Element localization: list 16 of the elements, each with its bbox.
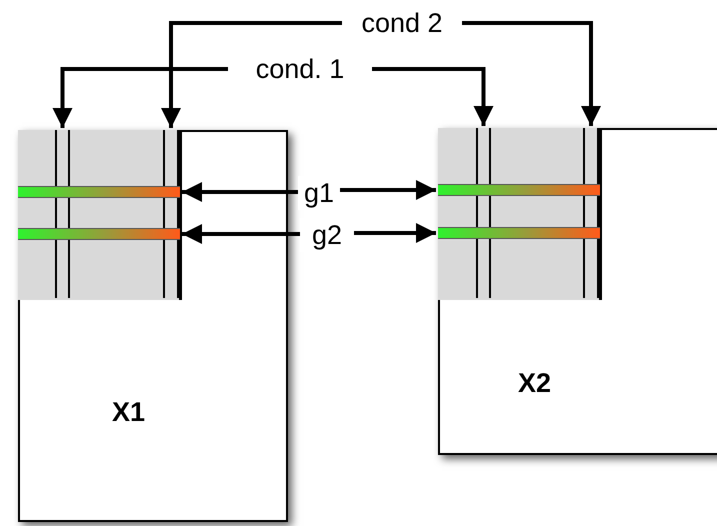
gradient-bar [18,228,180,240]
box-label: X1 [112,397,146,428]
arrow [182,224,300,244]
box-label: X2 [518,368,552,399]
arrow [182,182,298,202]
arrow [354,223,436,243]
arrow [372,67,494,126]
arrow [52,67,228,128]
arrow [340,180,436,200]
gradient-bar [438,227,600,239]
arrow [462,21,601,126]
matrix-box [18,130,288,522]
gradient-bar [438,184,600,196]
arrow [161,21,342,128]
gradient-bar [18,186,180,198]
matrix-box [438,128,717,455]
